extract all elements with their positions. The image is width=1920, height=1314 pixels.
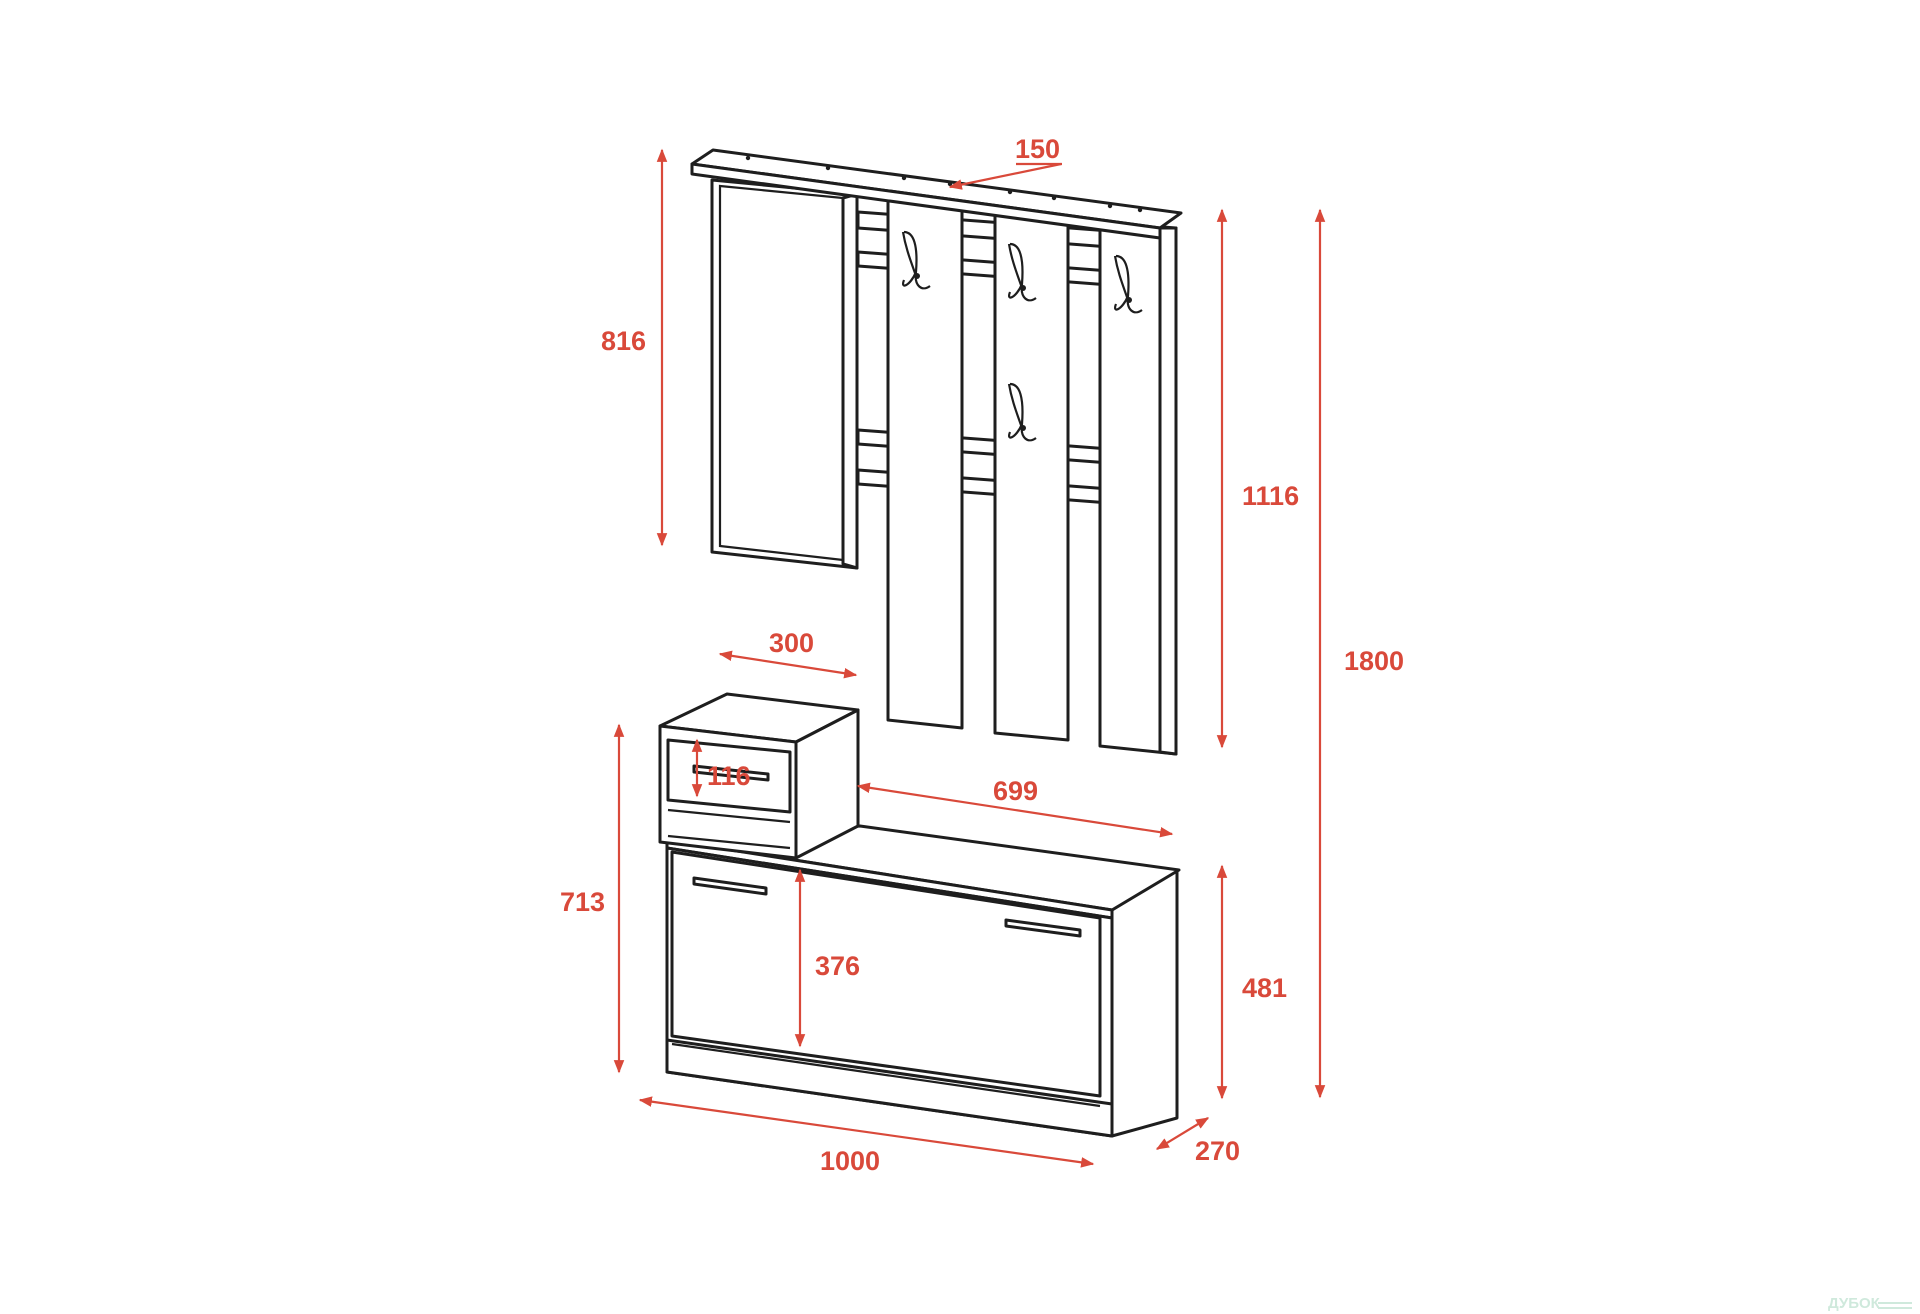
dim-label-150: 150 [1015, 134, 1060, 164]
dim-label-1000: 1000 [820, 1146, 880, 1176]
top-shelf [690, 148, 1183, 240]
watermark-logo: ДУБОК [1828, 1295, 1881, 1312]
door-handle [692, 876, 768, 896]
drawer-module [658, 692, 860, 860]
coat-hook-icon [1007, 382, 1037, 442]
hanger-board-left [886, 198, 964, 730]
wall-hanger [690, 148, 1183, 756]
hanger-board-middle [993, 210, 1070, 742]
dim-label-300: 300 [769, 628, 814, 658]
coat-hook-icon [1113, 254, 1143, 314]
dimension-lines [613, 148, 1326, 1168]
dim-label-699: 699 [993, 776, 1038, 806]
door-handle [1004, 918, 1082, 938]
dim-label-713: 713 [560, 887, 605, 917]
dim-label-1116: 1116 [1242, 481, 1299, 511]
dim-label-270: 270 [1195, 1136, 1240, 1166]
dim-label-481: 481 [1242, 973, 1287, 1003]
dim-label-376: 376 [815, 951, 860, 981]
shoe-flap-door [670, 850, 1102, 1098]
dim-label-1800: 1800 [1344, 646, 1404, 676]
coat-hook-icon [901, 230, 931, 290]
dimension-labels: 150 816 1116 1800 300 116 699 713 376 48… [560, 134, 1404, 1176]
coat-hook-icon [1007, 242, 1037, 302]
dim-label-816: 816 [601, 326, 646, 356]
dim-label-116: 116 [707, 761, 751, 791]
mirror [710, 178, 859, 570]
